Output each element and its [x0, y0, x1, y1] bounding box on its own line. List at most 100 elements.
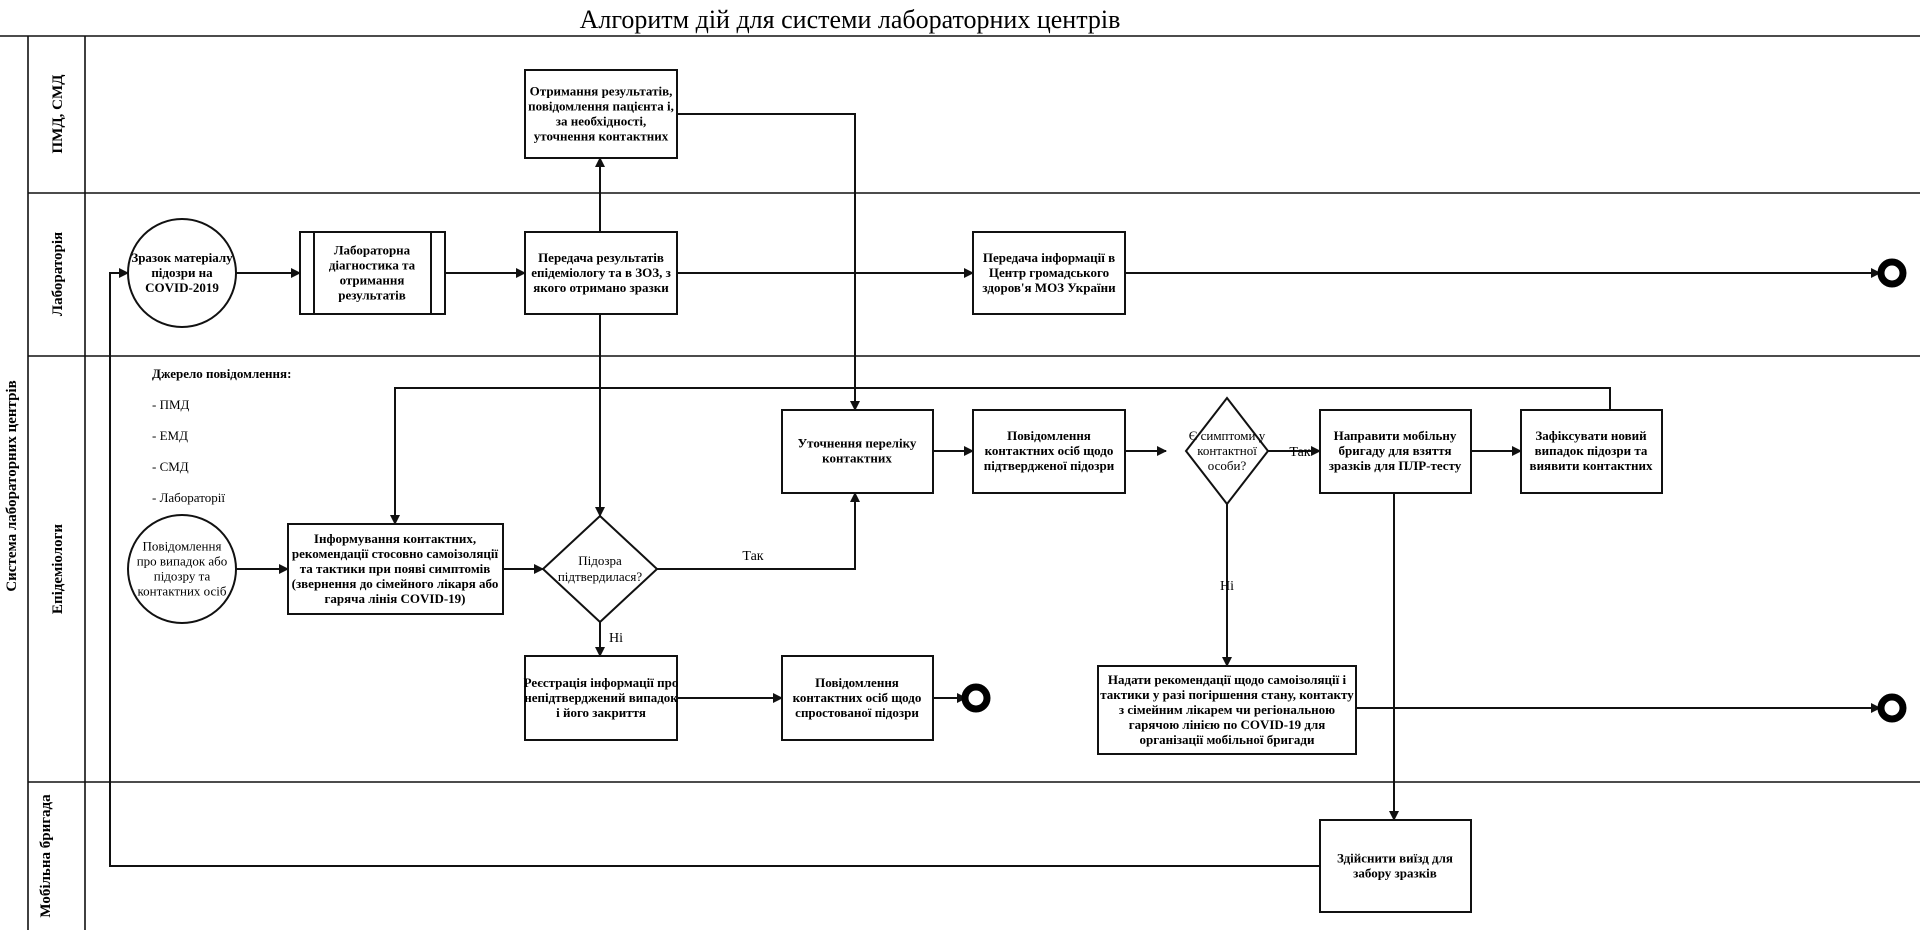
lane-label-epi: Епідеміологи: [50, 524, 66, 614]
node-text-line: за необхідності,: [556, 114, 646, 129]
node-inform-contacts: Інформування контактних,рекомендації сто…: [287, 523, 504, 615]
node-text-line: якого отримано зразки: [533, 280, 669, 295]
node-text-line: рекомендації стосовно самоізоляції: [292, 546, 499, 561]
node-text-line: COVID-2019: [145, 280, 219, 295]
node-text-line: Повідомлення: [815, 675, 899, 690]
node-text-line: Лабораторна: [334, 243, 411, 258]
node-text-line: і його закриття: [556, 705, 646, 720]
node-text-line: контактних: [822, 451, 892, 466]
node-receive-results: Отримання результатів,повідомлення паціє…: [524, 69, 678, 159]
edge-label-yes-symptoms: Так: [1289, 445, 1310, 460]
node-text-line: про випадок або: [137, 554, 228, 569]
pool-frame: [0, 35, 1920, 930]
node-text-line: підозру та: [154, 569, 211, 584]
edge-label-no-symptoms: Ні: [1220, 579, 1234, 594]
node-text-line: гаряча лінія COVID-19): [324, 591, 465, 606]
node-text-line: організації мобільної бригади: [1140, 732, 1315, 747]
node-text-line: забору зразків: [1353, 866, 1437, 881]
node-text-line: Інформування контактних,: [314, 531, 476, 546]
node-text-line: підтвердилася?: [558, 569, 643, 584]
source-item: - Лабораторії: [152, 490, 225, 505]
node-text-line: гарячою лінією по COVID-19 для: [1129, 717, 1326, 732]
node-text-line: контактної: [1197, 443, 1257, 458]
node-receive-results-text: Отримання результатів,повідомлення паціє…: [528, 84, 674, 144]
node-text-line: отримання: [340, 273, 405, 288]
node-text-line: Є симптоми у: [1189, 428, 1266, 443]
node-text-line: непідтверджений випадок: [524, 690, 678, 705]
node-text-line: зразків для ПЛР-тесту: [1329, 458, 1462, 473]
node-text-line: контактних осіб щодо: [793, 690, 922, 705]
node-text-line: Отримання результатів,: [530, 84, 673, 99]
node-text-line: повідомлення пацієнта і,: [528, 99, 674, 114]
node-text-line: Повідомлення: [1007, 428, 1091, 443]
node-text-line: Центр громадського: [989, 265, 1109, 280]
end-event-recommend: [1877, 693, 1907, 723]
node-text-line: Надати рекомендації щодо самоізоляції і: [1108, 672, 1347, 687]
node-text-line: випадок підозри та: [1535, 443, 1648, 458]
end-event-refuted: [961, 683, 991, 713]
node-text-line: Уточнення переліку: [798, 436, 917, 451]
node-text-line: Направити мобільну: [1334, 428, 1457, 443]
node-text-line: епідеміологу та в ЗОЗ, з: [531, 265, 671, 280]
lane-label-mobile: Мобільна бригада: [38, 794, 54, 918]
node-text-line: (звернення до сімейного лікаря або: [292, 576, 499, 591]
source-heading: Джерело повідомлення:: [152, 366, 291, 381]
node-text-line: діагностика та: [329, 258, 416, 273]
node-text-line: Повідомлення: [143, 539, 222, 554]
source-item: - СМД: [152, 459, 189, 474]
node-text-line: уточнення контактних: [534, 129, 669, 144]
node-text-line: підозри на: [151, 265, 213, 280]
pool-label: Система лабораторних центрів: [4, 380, 20, 591]
node-text-line: здоров'я МОЗ України: [982, 280, 1116, 295]
node-text-line: та тактики при появі симптомів: [300, 561, 491, 576]
node-text-line: бригаду для взяття: [1338, 443, 1451, 458]
node-text-line: контактних осіб щодо: [985, 443, 1114, 458]
node-text-line: Підозра: [578, 553, 622, 568]
node-text-line: Передача інформації в: [983, 250, 1115, 265]
edge-label-yes-suspect: Так: [742, 549, 763, 564]
lane-label-pmd: ПМД, СМД: [50, 74, 66, 154]
node-text-line: Зразок матеріалу: [131, 250, 233, 265]
node-text-line: тактики у разі погіршення стану, контакт…: [1100, 687, 1354, 702]
node-text-line: Реєстрація інформації про: [524, 675, 679, 690]
source-note: Джерело повідомлення: - ПМД - ЕМД - СМД …: [152, 366, 291, 505]
source-item: - ПМД: [152, 397, 190, 412]
node-text-line: Передача результатів: [538, 250, 664, 265]
node-text-line: контактних осіб: [137, 584, 226, 599]
node-text-line: особи?: [1208, 458, 1247, 473]
node-text-line: виявити контактних: [1530, 458, 1653, 473]
diagram-title: Алгоритм дій для системи лабораторних це…: [580, 5, 1121, 34]
node-text-line: підтвердженої підозри: [984, 458, 1115, 473]
node-text-line: результатів: [338, 288, 406, 303]
source-item: - ЕМД: [152, 428, 188, 443]
end-event-lab: [1877, 258, 1907, 288]
node-text-line: Здійснити виїзд для: [1337, 851, 1453, 866]
node-inform-contacts-text: Інформування контактних,рекомендації сто…: [292, 531, 499, 606]
